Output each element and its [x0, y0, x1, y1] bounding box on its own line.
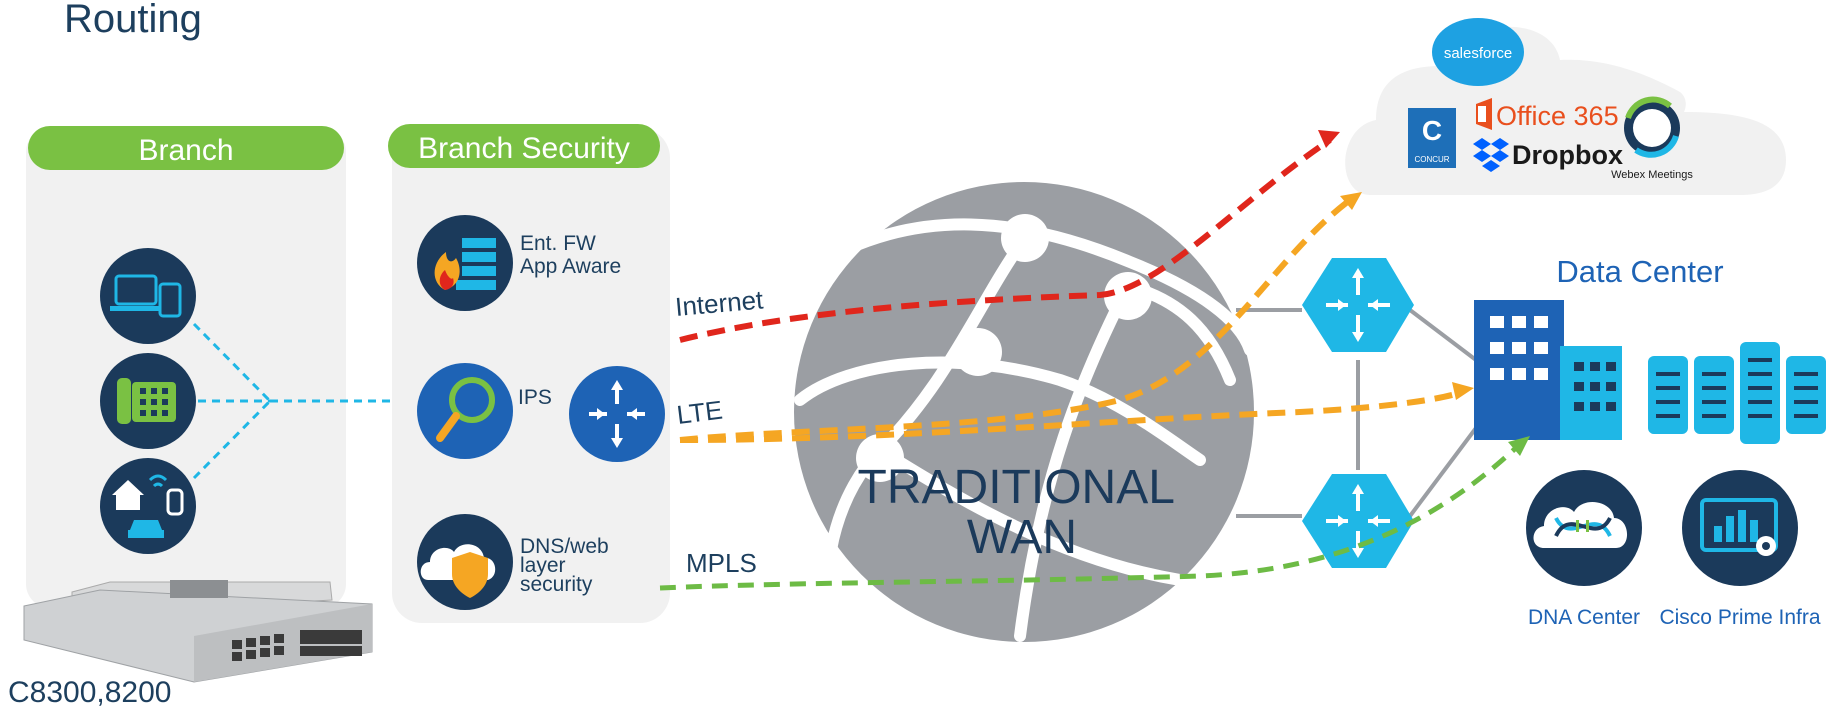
internet-label: Internet — [674, 284, 765, 322]
dropbox-logo: Dropbox — [1473, 138, 1623, 172]
dna-center-label: DNA Center — [1528, 606, 1640, 629]
branch-header-label: Branch — [138, 134, 233, 167]
lte-label: LTE — [675, 395, 724, 430]
datacenter-building-icon — [1474, 300, 1622, 440]
iot-icon — [100, 458, 196, 554]
svg-text:salesforce: salesforce — [1444, 45, 1512, 62]
ips-label: IPS — [518, 386, 552, 409]
page-title: Routing — [64, 0, 202, 41]
prime-infra-icon — [1682, 470, 1798, 586]
datacenter-title: Data Center — [1556, 254, 1723, 289]
devices-icon — [100, 248, 196, 344]
dc-router-bottom-icon — [1302, 474, 1414, 568]
mpls-link — [659, 442, 1522, 591]
c8300-router-image — [23, 580, 373, 683]
salesforce-logo: salesforce — [1432, 18, 1524, 86]
branch-lan-links — [192, 322, 392, 480]
prime-infra-label: Cisco Prime Infra — [1659, 606, 1820, 629]
webex-logo: Webex Meetings — [1611, 96, 1693, 181]
server-rack-icon — [1648, 342, 1826, 444]
device-model-label: C8300,8200 — [8, 676, 171, 708]
branch-security-header-label: Branch Security — [418, 132, 630, 165]
lte-cloud-arrowhead — [1340, 192, 1362, 210]
dc-router-top-icon — [1302, 258, 1414, 352]
firewall-label: Ent. FW App Aware — [520, 232, 621, 278]
edge-router-icon — [569, 366, 665, 462]
internet-link — [679, 137, 1332, 343]
lte-dc-arrowhead — [1452, 382, 1474, 400]
dna-center-icon — [1526, 470, 1642, 586]
branch-security-header — [388, 124, 660, 168]
magnifier-icon — [417, 363, 513, 459]
svg-text:C: C — [1422, 115, 1442, 146]
concur-logo: C CONCUR — [1408, 108, 1456, 168]
mpls-label: MPLS — [686, 548, 757, 578]
branch-header — [28, 126, 344, 170]
svg-text:Dropbox: Dropbox — [1512, 140, 1623, 170]
lte-link-cloud — [679, 197, 1352, 443]
datacenter-links — [1236, 308, 1478, 518]
internet-arrowhead — [1318, 130, 1340, 148]
mpls-arrowhead — [1508, 436, 1530, 456]
dns-label: DNS/web layer security — [520, 535, 615, 596]
firewall-icon — [417, 215, 513, 311]
globe-icon — [794, 182, 1256, 642]
office365-logo: Office 365 — [1476, 98, 1619, 131]
cloud-shield-icon — [417, 514, 513, 610]
desk-phone-icon — [100, 353, 196, 449]
wan-label: TRADITIONAL WAN — [858, 461, 1187, 564]
svg-text:Webex Meetings: Webex Meetings — [1611, 169, 1693, 181]
branch-panel — [26, 128, 346, 608]
svg-text:Office 365: Office 365 — [1496, 101, 1619, 131]
svg-text:CONCUR: CONCUR — [1414, 155, 1449, 164]
lte-link-datacenter — [679, 389, 1464, 443]
